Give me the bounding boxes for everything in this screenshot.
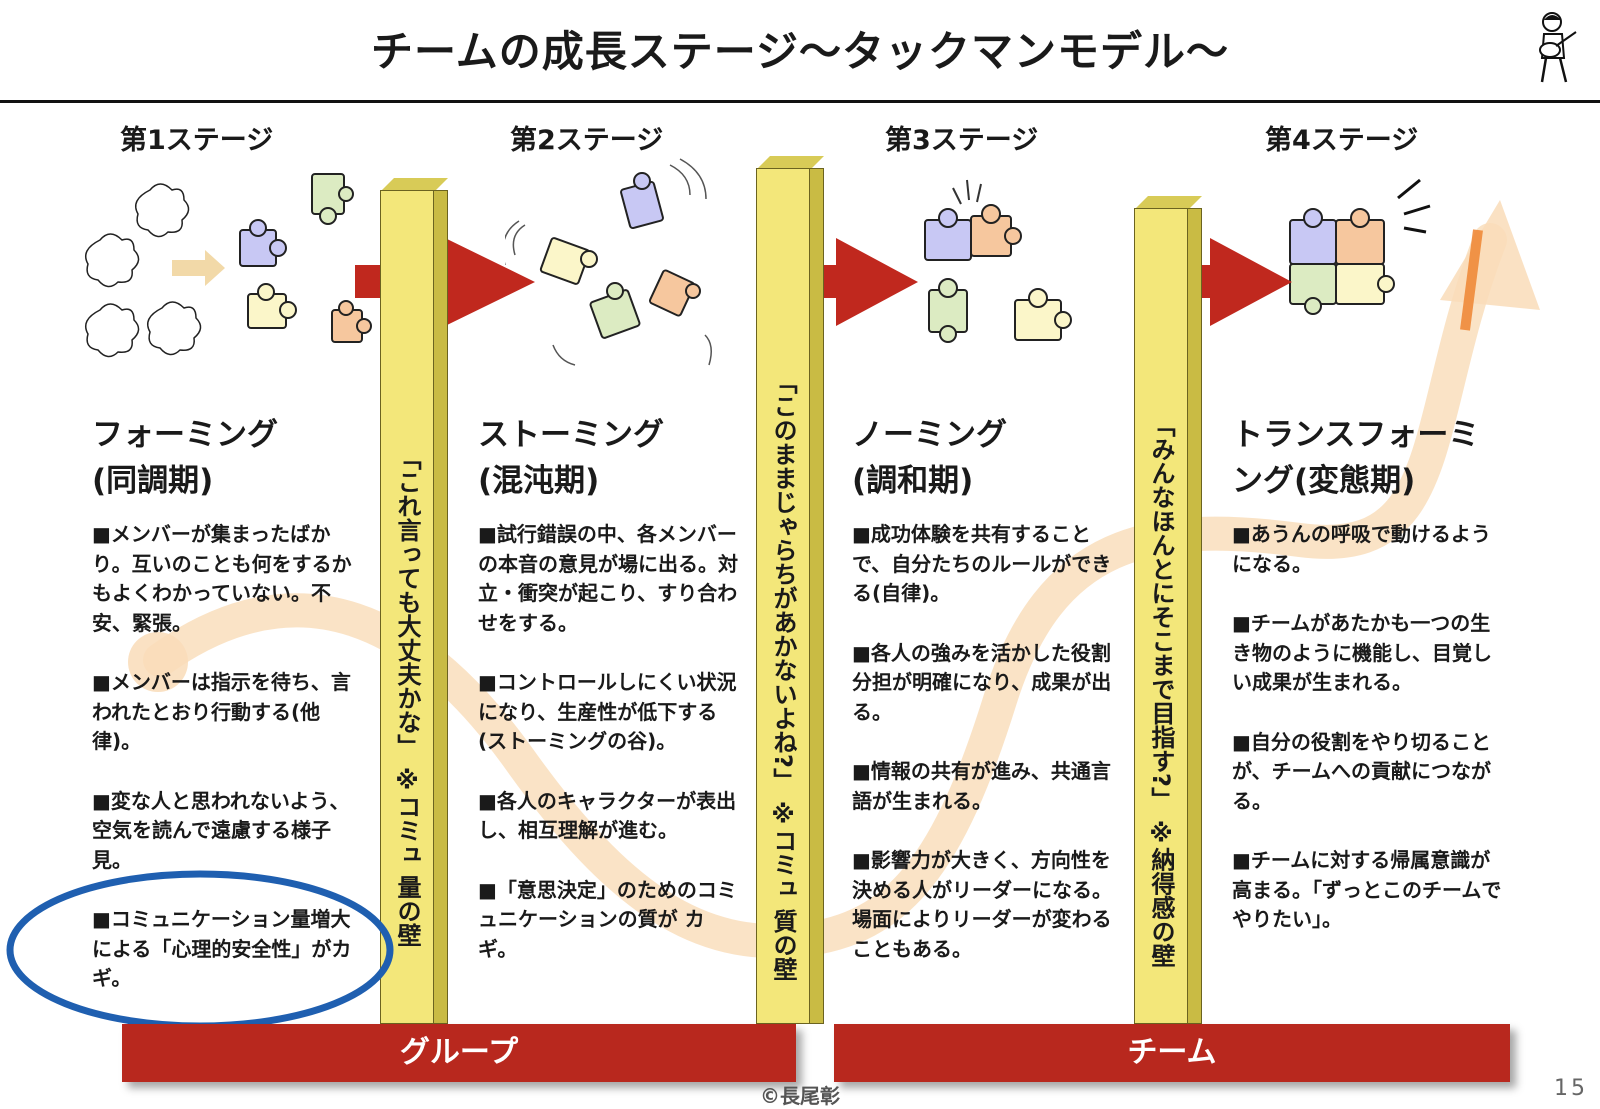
stage4-bullet: ■チームがあたかも一つの生き物のように機能し、目覚しい成果が生まれる。: [1232, 611, 1492, 694]
stage2-bullet: ■コントロールしにくい状況になり、生産性が低下する(ストーミングの谷)。: [478, 670, 737, 753]
wall-quantity-text: 「これ言っても大丈夫かな」 ※コミュ 量の壁: [393, 445, 421, 947]
wall-consensus-text: 「みんなほんとにそこまで目指す?」 ※納得感の壁: [1147, 412, 1175, 968]
stage2-puzzle-illustration: [505, 158, 712, 366]
stage1-bullet: ■メンバーが集まったばかり。互いのことも何をするかもよくわかっていない。不安、緊…: [92, 522, 352, 635]
copyright: ©長尾彰: [760, 1084, 840, 1108]
stage3-bullet: ■成功体験を共有することで、自分たちのルールができる(自律)。: [852, 522, 1112, 605]
stage1-name: フォーミング (同調期): [92, 412, 278, 504]
group-bar: グループ: [122, 1024, 796, 1082]
highlight-ellipse: [6, 870, 394, 1030]
stage1-bullet: ■変な人と思われないよう、空気を読んで遠慮する様子見。: [92, 788, 350, 872]
stage1-bullet: ■コミュニケーション量増大による「心理的安全性」がカギ。: [92, 907, 352, 990]
stage2-bullet: ■「意思決定」のためのコミュニケーションの質が カギ。: [478, 877, 737, 961]
page-title: チームの成長ステージ〜タックマンモデル〜: [371, 27, 1229, 76]
stage2-label: 第2ステージ: [510, 125, 664, 156]
stage3-bullet: ■各人の強みを活かした役割分担が明確になり、成果が出る。: [852, 640, 1112, 724]
arrow-3-to-4: [1135, 238, 1292, 326]
stage2-name-line1: ストーミング: [478, 417, 664, 453]
stage3-name-line2: (調和期): [852, 463, 974, 499]
stage1-label: 第1ステージ: [120, 125, 274, 156]
stage3-name: ノーミング (調和期): [852, 412, 1007, 504]
stage3-bullet: ■情報の共有が進み、共通言語が生まれる。: [852, 759, 1111, 813]
stage1-bullet: ■メンバーは指示を待ち、言われたとおり行動する(他律)。: [92, 670, 351, 753]
stage3-bullets: ■成功体験を共有することで、自分たちのルールができる(自律)。 ■各人の強みを活…: [852, 520, 1114, 994]
stage4-label: 第4ステージ: [1265, 125, 1419, 156]
stage2-bullet: ■各人のキャラクターが表出し、相互理解が進む。: [478, 788, 737, 843]
stage4-bullet: ■チームに対する帰属意識が高まる。「ずっとこのチームでやりたい」。: [1232, 848, 1502, 931]
guitarist-illustration: [1539, 12, 1577, 83]
arrow-2-to-3: [756, 238, 918, 326]
stage2-bullet: ■試行錯誤の中、各メンバーの本音の意見が場に出る。対立・衝突が起こり、すり合わせ…: [478, 522, 738, 635]
stage1-bullets: ■メンバーが集まったばかり。互いのことも何をするかもよくわかっていない。不安、緊…: [92, 520, 354, 1024]
stage3-name-line1: ノーミング: [852, 417, 1007, 453]
wall-pillar-quality: 「このままじゃらちがあかないよね?」 ※コミュ 質の壁: [756, 156, 824, 1024]
stage1-name-line1: フォーミング: [92, 417, 278, 453]
stage4-name-line1: トランスフォーミ: [1232, 417, 1480, 453]
wall-quality-text: 「このままじゃらちがあかないよね?」 ※コミュ 質の壁: [769, 369, 797, 981]
stage1-puzzle-illustration: [85, 173, 372, 358]
stage4-name: トランスフォーミ ング(変態期): [1232, 412, 1479, 504]
stage3-bullet: ■影響力が大きく、方向性を決める人がリーダーになる。場面によりリーダーが変わるこ…: [852, 848, 1112, 961]
page-number: 15: [1554, 1076, 1588, 1101]
title-divider: [0, 100, 1600, 103]
stage2-name-line2: (混沌期): [478, 463, 600, 499]
stage3-label: 第3ステージ: [885, 125, 1039, 156]
stage4-puzzle-illustration: [1289, 178, 1431, 315]
stage2-bullets: ■試行錯誤の中、各メンバーの本音の意見が場に出る。対立・衝突が起こり、すり合わせ…: [478, 520, 740, 994]
team-bar: チーム: [834, 1024, 1510, 1082]
stage4-bullet: ■自分の役割をやり切ることが、チームへの貢献につながる。: [1232, 729, 1491, 813]
stage2-name: ストーミング (混沌期): [478, 412, 664, 504]
stage4-name-line2: ング(変態期): [1232, 463, 1416, 499]
stage1-name-line2: (同調期): [92, 463, 214, 499]
stage3-puzzle-illustration: [924, 179, 1072, 343]
wall-pillar-consensus: 「みんなほんとにそこまで目指す?」 ※納得感の壁: [1134, 196, 1202, 1024]
stage4-bullet: ■あうんの呼吸で動けるようになる。: [1232, 522, 1491, 576]
stage4-bullets: ■あうんの呼吸で動けるようになる。 ■チームがあたかも一つの生き物のように機能し…: [1232, 520, 1502, 965]
wall-pillar-quantity: 「これ言っても大丈夫かな」 ※コミュ 量の壁: [380, 178, 448, 1024]
